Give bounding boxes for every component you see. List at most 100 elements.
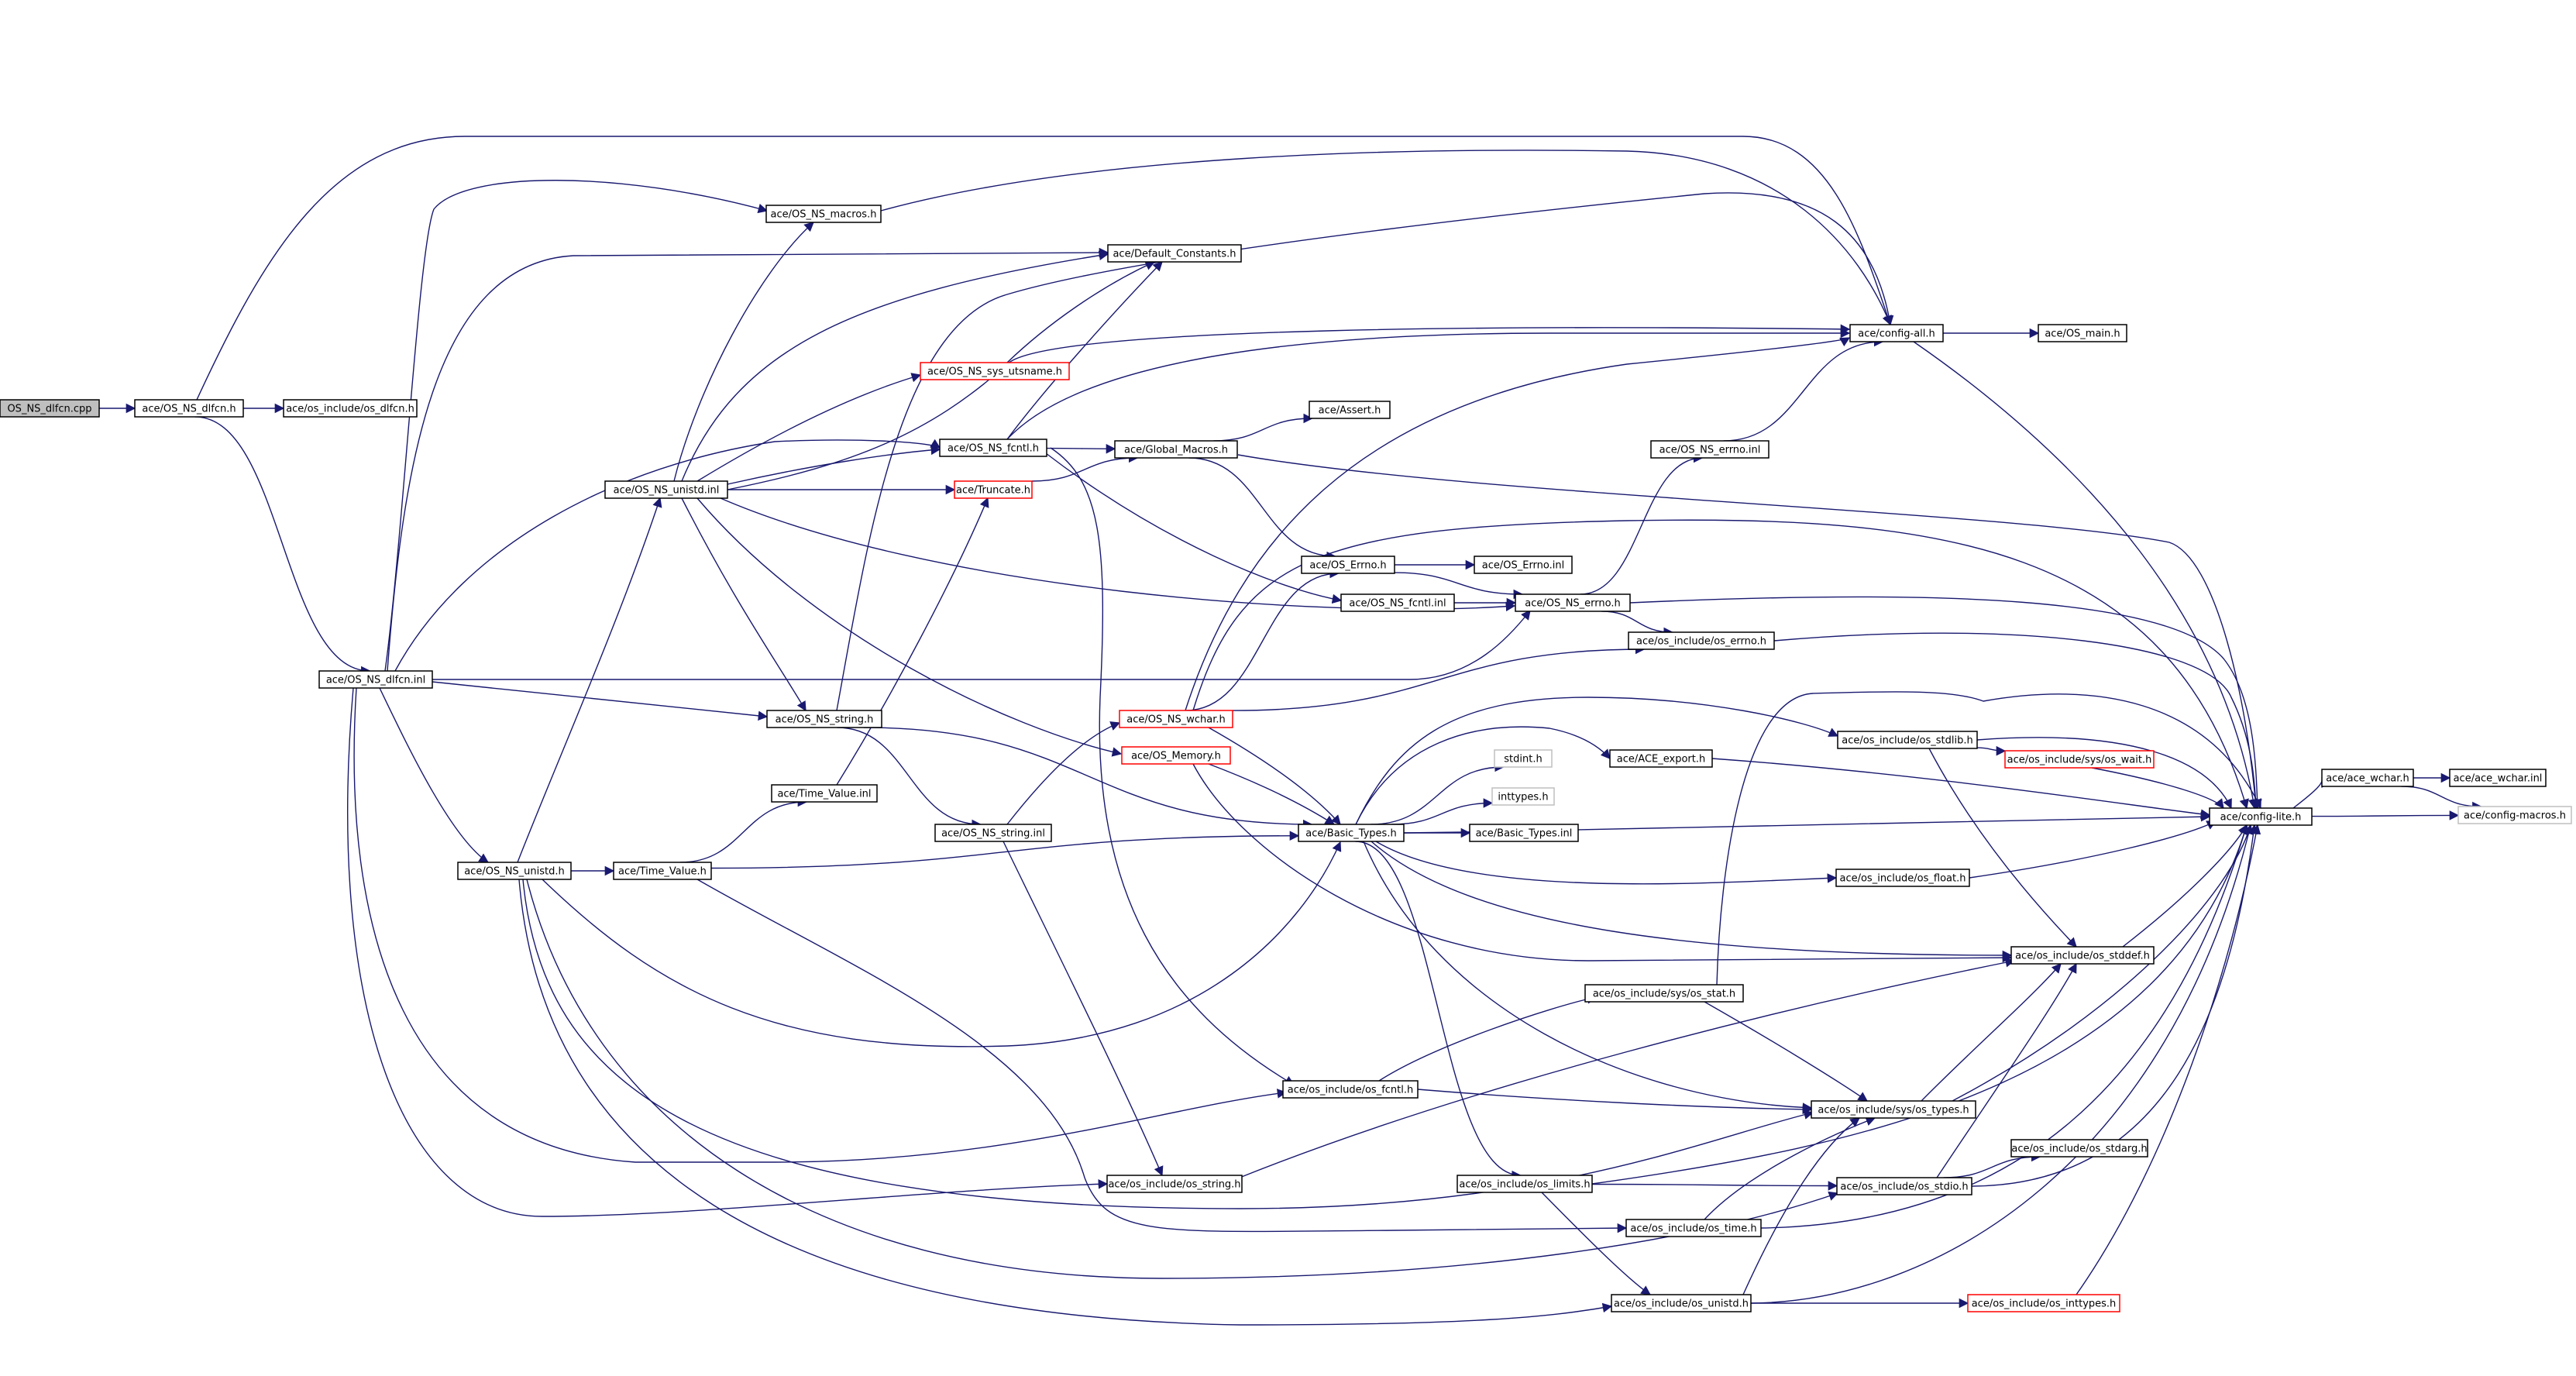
node-basic-types[interactable]: ace/Basic_Types.h <box>1298 824 1405 842</box>
node-sys-stat[interactable]: ace/os_include/sys/os_stat.h <box>1584 984 1744 1003</box>
node-config-lite[interactable]: ace/config-lite.h <box>2209 807 2313 826</box>
node-unistd-h[interactable]: ace/OS_NS_unistd.h <box>457 862 572 880</box>
edge-memory-to-basic_types <box>1208 763 1336 825</box>
node-label: ace/os_include/os_float.h <box>1839 873 1966 885</box>
node-assert[interactable]: ace/Assert.h <box>1309 401 1391 419</box>
node-errno-h[interactable]: ace/OS_NS_errno.h <box>1515 593 1631 612</box>
node-wchar-h[interactable]: ace/OS_NS_wchar.h <box>1119 710 1233 728</box>
node-ace-wchar-h[interactable]: ace/ace_wchar.h <box>2321 769 2414 787</box>
node-os-fcntl[interactable]: ace/os_include/os_fcntl.h <box>1282 1080 1419 1099</box>
node-label: ace/os_include/sys/os_wait.h <box>2007 755 2152 766</box>
node-memory[interactable]: ace/OS_Memory.h <box>1121 746 1231 765</box>
node-box <box>920 362 1070 380</box>
node-ace-wchar-inl[interactable]: ace/ace_wchar.inl <box>2449 769 2547 787</box>
node-tv-h[interactable]: ace/Time_Value.h <box>613 862 712 880</box>
node-os-stddef[interactable]: ace/os_include/os_stddef.h <box>2010 946 2155 965</box>
node-global-macros[interactable]: ace/Global_Macros.h <box>1114 440 1238 459</box>
node-string-inl[interactable]: ace/OS_NS_string.inl <box>934 824 1052 842</box>
node-os-include-errno[interactable]: ace/os_include/os_errno.h <box>1628 631 1775 650</box>
node-label: ace/OS_NS_unistd.h <box>464 866 565 878</box>
node-box <box>2449 769 2547 787</box>
node-box <box>1282 1080 1419 1099</box>
node-label: ace/OS_NS_unistd.inl <box>614 485 720 497</box>
node-label: ace/ace_wchar.h <box>2326 773 2409 785</box>
node-box <box>1494 749 1553 768</box>
node-box <box>1119 710 1233 728</box>
edge-os_stddef-to-config_lite <box>2122 824 2248 948</box>
node-tv-inl[interactable]: ace/Time_Value.inl <box>771 784 878 803</box>
edge-os_time-to-config_lite <box>1760 824 2249 1229</box>
node-box <box>2457 806 2572 824</box>
node-dlfcn-h[interactable]: ace/OS_NS_dlfcn.h <box>134 399 244 418</box>
node-label: ace/os_include/os_stdlib.h <box>1842 735 1972 747</box>
node-config-all[interactable]: ace/config-all.h <box>1849 324 1944 342</box>
node-os-float[interactable]: ace/os_include/os_float.h <box>1835 869 1970 887</box>
node-root[interactable]: OS_NS_dlfcn.cpp <box>0 399 100 418</box>
node-defconst[interactable]: ace/Default_Constants.h <box>1107 244 1242 263</box>
edge-dlfcn_inl-to-errno_h <box>432 610 1531 680</box>
node-label: ace/config-all.h <box>1858 329 1935 340</box>
node-label: ace/ACE_export.h <box>1617 754 1705 765</box>
node-ace-export[interactable]: ace/ACE_export.h <box>1609 749 1713 768</box>
node-fcntl-h[interactable]: ace/OS_NS_fcntl.h <box>939 439 1047 457</box>
node-os-errno-h[interactable]: ace/OS_Errno.h <box>1301 556 1395 574</box>
node-config-macros[interactable]: ace/config-macros.h <box>2457 806 2572 824</box>
node-utsname[interactable]: ace/OS_NS_sys_utsname.h <box>920 362 1070 380</box>
node-os-stdarg[interactable]: ace/os_include/os_stdarg.h <box>2010 1139 2148 1158</box>
node-errno-inl[interactable]: ace/OS_NS_errno.inl <box>1650 440 1769 459</box>
node-box <box>1625 1219 1762 1237</box>
edge-string_h-to-basic_types <box>863 727 1313 830</box>
edge-dlfcn_inl-to-os_string <box>347 687 1109 1217</box>
edge-basic_types-to-sys_types <box>1363 841 1813 1113</box>
edge-dlfcn_h-to-dlfcn_inl <box>194 416 371 676</box>
node-label: ace/OS_NS_fcntl.inl <box>1349 598 1446 610</box>
edge-os_stdlib-to-config_lite <box>1976 737 2232 810</box>
node-os-wait[interactable]: ace/os_include/sys/os_wait.h <box>2004 750 2155 769</box>
edge-os_wait-to-config_lite <box>2091 767 2224 809</box>
node-os-stdlib[interactable]: ace/os_include/os_stdlib.h <box>1837 731 1978 749</box>
edge-dlfcn_inl-to-string_h <box>432 681 769 721</box>
node-os-stdio[interactable]: ace/os_include/os_stdio.h <box>1836 1177 1972 1195</box>
node-box <box>0 399 100 418</box>
node-box <box>1837 731 1978 749</box>
node-os-limits[interactable]: ace/os_include/os_limits.h <box>1457 1175 1593 1193</box>
node-os-main[interactable]: ace/OS_main.h <box>2038 324 2127 342</box>
node-os-unistd[interactable]: ace/os_include/os_unistd.h <box>1611 1294 1752 1312</box>
node-label: stdint.h <box>1504 754 1542 765</box>
edge-ace_export-to-config_lite <box>1711 758 2211 819</box>
edge-os_stdio-to-os_stddef <box>1936 962 2077 1178</box>
node-box <box>1584 984 1744 1003</box>
edge-unistd_h-to-basic_types <box>542 841 1342 1047</box>
node-sys-types[interactable]: ace/os_include/sys/os_types.h <box>1811 1100 1976 1119</box>
node-string-h[interactable]: ace/OS_NS_string.h <box>766 710 882 728</box>
node-os-dlfcn[interactable]: ace/os_include/os_dlfcn.h <box>283 399 418 418</box>
node-box <box>1340 593 1455 612</box>
edge-unistd_inl-to-utsname <box>696 373 922 482</box>
node-label: ace/OS_Errno.inl <box>1482 560 1564 572</box>
node-os-errno-inl[interactable]: ace/OS_Errno.inl <box>1474 556 1573 574</box>
node-inttypes[interactable]: inttypes.h <box>1491 787 1555 806</box>
node-box <box>1121 746 1231 765</box>
node-fcntl-inl[interactable]: ace/OS_NS_fcntl.inl <box>1340 593 1455 612</box>
edge-wchar_h-to-basic_types <box>1208 727 1341 825</box>
edge-dlfcn_inl-to-defconst <box>387 247 1109 672</box>
node-os-string[interactable]: ace/os_include/os_string.h <box>1106 1175 1243 1193</box>
node-os-inttypes[interactable]: ace/os_include/os_inttypes.h <box>1967 1294 2120 1312</box>
node-label: ace/OS_NS_wchar.h <box>1126 714 1225 726</box>
edge-os_limits-to-os_unistd <box>1541 1192 1652 1295</box>
node-os-time[interactable]: ace/os_include/os_time.h <box>1625 1219 1762 1237</box>
node-stdint[interactable]: stdint.h <box>1494 749 1553 768</box>
edge-unistd_inl-to-fcntl_h <box>727 445 941 485</box>
edge-tv_h-to-tv_inl <box>679 796 808 863</box>
node-box <box>766 710 882 728</box>
node-label: ace/os_include/os_dlfcn.h <box>286 404 414 415</box>
node-box <box>2010 1139 2148 1158</box>
node-basic-types-inl[interactable]: ace/Basic_Types.inl <box>1469 824 1579 842</box>
edge-unistd_inl-to-errno_h <box>720 497 1516 612</box>
node-macros[interactable]: ace/OS_NS_macros.h <box>765 205 882 223</box>
node-box <box>939 439 1047 457</box>
node-unistd-inl[interactable]: ace/OS_NS_unistd.inl <box>604 480 728 499</box>
node-truncate[interactable]: ace/Truncate.h <box>954 480 1033 499</box>
node-dlfcn-inl[interactable]: ace/OS_NS_dlfcn.inl <box>318 670 433 689</box>
